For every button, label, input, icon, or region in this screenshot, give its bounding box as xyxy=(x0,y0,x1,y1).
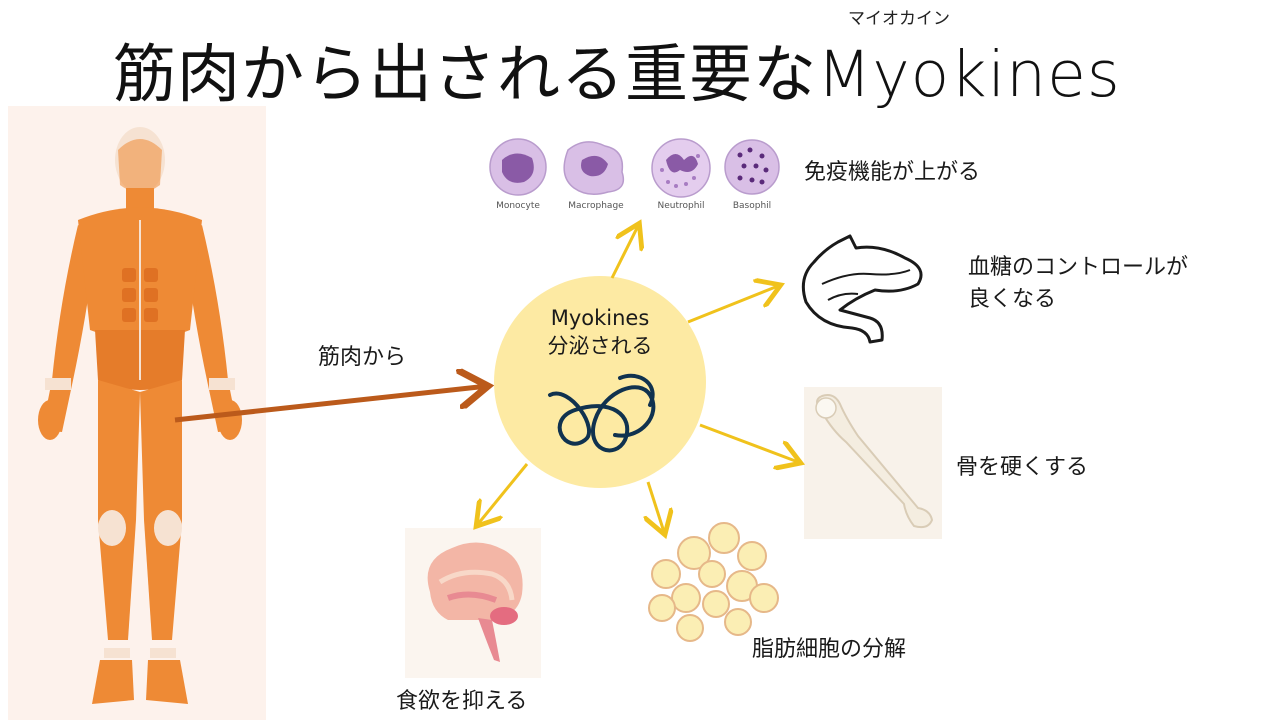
cell-label-macrophage: Macrophage xyxy=(568,201,624,211)
effect-bone-label: 骨を硬くする xyxy=(956,455,1089,480)
cell-label-neutrophil: Neutrophil xyxy=(657,201,705,211)
effect-blood-sugar-line2: 良くなる xyxy=(968,286,1057,312)
effect-blood-sugar-line1: 血糖のコントロールが xyxy=(968,255,1189,280)
effect-blood-sugar-label: 血糖のコントロールが 良くなる xyxy=(968,252,1188,316)
brain-icon xyxy=(427,542,523,662)
effect-arrows xyxy=(478,226,798,532)
human-muscle-anatomy-icon xyxy=(38,127,242,704)
title-ruby: マイオカイン xyxy=(848,9,950,29)
macrophage-icon xyxy=(563,141,625,195)
effect-immune-label: 免疫機能が上がる xyxy=(804,160,981,185)
effect-appetite-label: 食欲を抑える xyxy=(396,689,528,714)
center-label-line1: Myokines xyxy=(550,306,650,330)
myokine-protein-icon xyxy=(548,373,656,453)
immune-cells-icon xyxy=(489,138,780,198)
femur-bone-icon xyxy=(815,394,934,529)
center-label: Myokines 分泌される xyxy=(510,305,690,360)
cell-label-basophil: Basophil xyxy=(732,201,772,211)
muscle-to-center-arrow xyxy=(174,386,488,423)
center-label-line2: 分泌される xyxy=(547,333,653,358)
neutrophil-icon xyxy=(651,138,711,198)
page-title: 筋肉から出される重要なMyokines xyxy=(113,38,1121,111)
fat-cells-icon xyxy=(648,522,779,642)
pancreas-icon xyxy=(801,234,923,344)
cell-label-monocyte: Monocyte xyxy=(496,201,540,211)
basophil-icon xyxy=(724,139,780,195)
from-muscle-label: 筋肉から xyxy=(318,345,407,370)
monocyte-icon xyxy=(489,138,547,196)
effect-fat-label: 脂肪細胞の分解 xyxy=(752,637,907,662)
myokine-center-circle xyxy=(494,276,706,488)
